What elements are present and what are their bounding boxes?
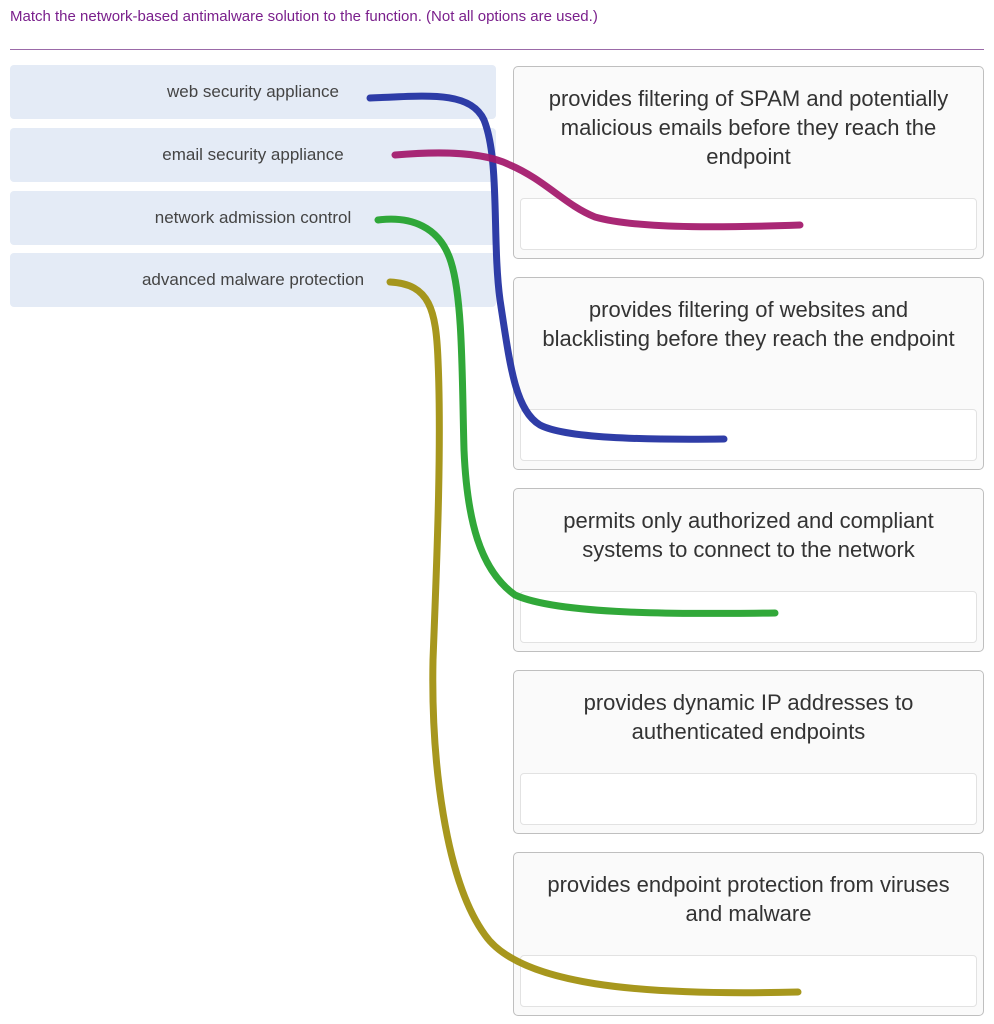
target-box-dynamic-ip: provides dynamic IP addresses to authent… (513, 670, 984, 834)
option-email-security-appliance[interactable]: email security appliance (10, 128, 496, 182)
target-text: provides filtering of SPAM and potential… (548, 86, 949, 169)
target-text: provides filtering of websites and black… (542, 297, 955, 351)
target-box-endpoint-protection: provides endpoint protection from viruse… (513, 852, 984, 1016)
option-network-admission-control[interactable]: network admission control (10, 191, 496, 245)
target-box-authorized-systems: permits only authorized and compliant sy… (513, 488, 984, 652)
divider (10, 49, 984, 50)
target-box-spam-filtering: provides filtering of SPAM and potential… (513, 66, 984, 259)
target-box-website-filtering: provides filtering of websites and black… (513, 277, 984, 470)
question-text: Match the network-based antimalware solu… (10, 8, 598, 25)
option-advanced-malware-protection[interactable]: advanced malware protection (10, 253, 496, 307)
target-text: provides endpoint protection from viruse… (547, 872, 950, 926)
drop-zone[interactable] (520, 409, 977, 461)
drop-zone[interactable] (520, 955, 977, 1007)
drop-zone[interactable] (520, 198, 977, 250)
target-text: provides dynamic IP addresses to authent… (583, 690, 914, 744)
drop-zone[interactable] (520, 773, 977, 825)
option-web-security-appliance[interactable]: web security appliance (10, 65, 496, 119)
target-text: permits only authorized and compliant sy… (563, 508, 934, 562)
drop-zone[interactable] (520, 591, 977, 643)
